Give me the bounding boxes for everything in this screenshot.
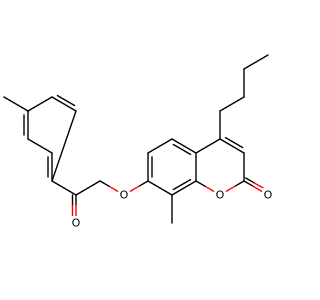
ketone-oxygen-label: O bbox=[72, 217, 81, 230]
bond-c7-oe-a bbox=[138, 180, 149, 187]
bond-c8a-c8-inner bbox=[172, 178, 192, 191]
bond-b3-b4 bbox=[243, 54, 269, 70]
bond-t4-t5 bbox=[27, 96, 53, 112]
bond-o1-c8a-a bbox=[204, 185, 215, 193]
ring-oxygen-label-bg bbox=[214, 188, 226, 201]
bond-c6-c5 bbox=[147, 138, 173, 154]
atom-label-layer: O O O O bbox=[70, 188, 274, 230]
bond-c7-oe-b bbox=[129, 185, 140, 193]
bond-c2-oc-a bbox=[243, 180, 254, 187]
lactone-carbonyl-oxygen-label: O bbox=[264, 189, 273, 202]
bond-c2-oc-inner-b bbox=[253, 182, 265, 190]
bond-t2-t3 bbox=[27, 138, 53, 154]
bond-c8a-c8 bbox=[171, 180, 197, 196]
bond-layer bbox=[3, 54, 269, 224]
bond-c5-c4a-inner bbox=[172, 143, 192, 156]
ketone-oxygen-label-bg bbox=[70, 216, 82, 229]
bond-c2-oc-inner-a bbox=[245, 177, 256, 184]
bond-t4-methyl bbox=[3, 96, 29, 112]
ether-oxygen-label: O bbox=[120, 189, 129, 202]
lactone-carbonyl-oxygen-label-bg bbox=[262, 188, 274, 201]
molecule-canvas: O O O O bbox=[3, 54, 274, 230]
bond-t5-t6-inner bbox=[56, 94, 76, 107]
bond-ch2-co bbox=[75, 180, 101, 196]
bond-co-t1 bbox=[51, 180, 77, 196]
bond-c5-c4a bbox=[171, 138, 197, 154]
bond-t5-t6 bbox=[51, 96, 77, 112]
bond-oe-ch2-a bbox=[108, 185, 119, 193]
bond-c8-c7 bbox=[147, 180, 173, 196]
bond-o1-c8a-b bbox=[195, 180, 206, 187]
bond-c4-c3 bbox=[219, 138, 245, 154]
molecule-structure: O O O O bbox=[3, 54, 274, 230]
bond-c4-c3-inner bbox=[224, 136, 244, 149]
bond-c2-o1-b bbox=[225, 185, 236, 193]
bond-oe-ch2-b bbox=[99, 180, 110, 187]
bond-t6-t1 bbox=[51, 110, 77, 182]
ring-oxygen-label: O bbox=[216, 189, 225, 202]
bond-b1-b2 bbox=[219, 96, 245, 112]
bond-c2-o1-a bbox=[234, 180, 245, 187]
bond-c4a-c4 bbox=[195, 138, 221, 154]
ether-oxygen-label-bg bbox=[118, 188, 130, 201]
bond-c2-oc-b bbox=[252, 185, 263, 193]
